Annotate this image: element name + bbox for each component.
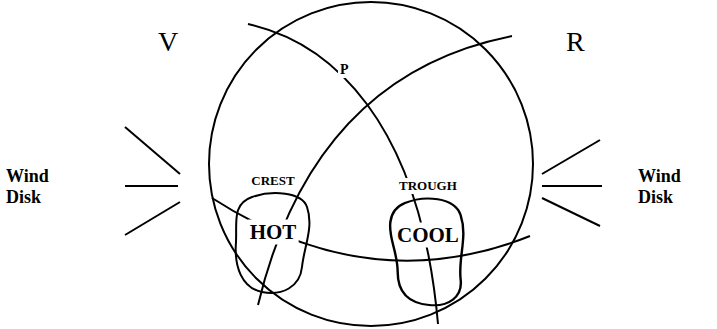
wind-line [125,127,180,174]
pole-label: P [338,62,351,78]
region-heading: CREST [249,173,296,189]
hot-region: CRESTHOT [232,192,314,297]
region-label: COOL [395,223,461,248]
region-outline-path [236,193,310,293]
wind-line [542,185,602,187]
region-label: HOT [248,219,299,244]
equator-line [212,198,530,261]
wind-line [542,140,600,174]
wind-lines-right [542,140,602,226]
meridian-line [258,36,512,305]
cool-region: TROUGHCOOL [388,197,468,309]
region-outline [388,197,468,309]
doppler-side-label: R [564,26,587,58]
wind-line [125,202,180,235]
wind-disk-label: Wind Disk [636,166,683,208]
wind-disk-label: Wind Disk [4,166,51,208]
region-outline [232,192,314,297]
region-heading: TROUGH [397,178,459,194]
star-disk [209,2,533,326]
wind-lines-left [125,127,180,235]
wind-line [125,185,178,187]
meridian-line [248,24,438,324]
doppler-side-label: V [156,26,180,58]
wind-line [542,198,600,226]
region-outline-path [390,199,463,306]
